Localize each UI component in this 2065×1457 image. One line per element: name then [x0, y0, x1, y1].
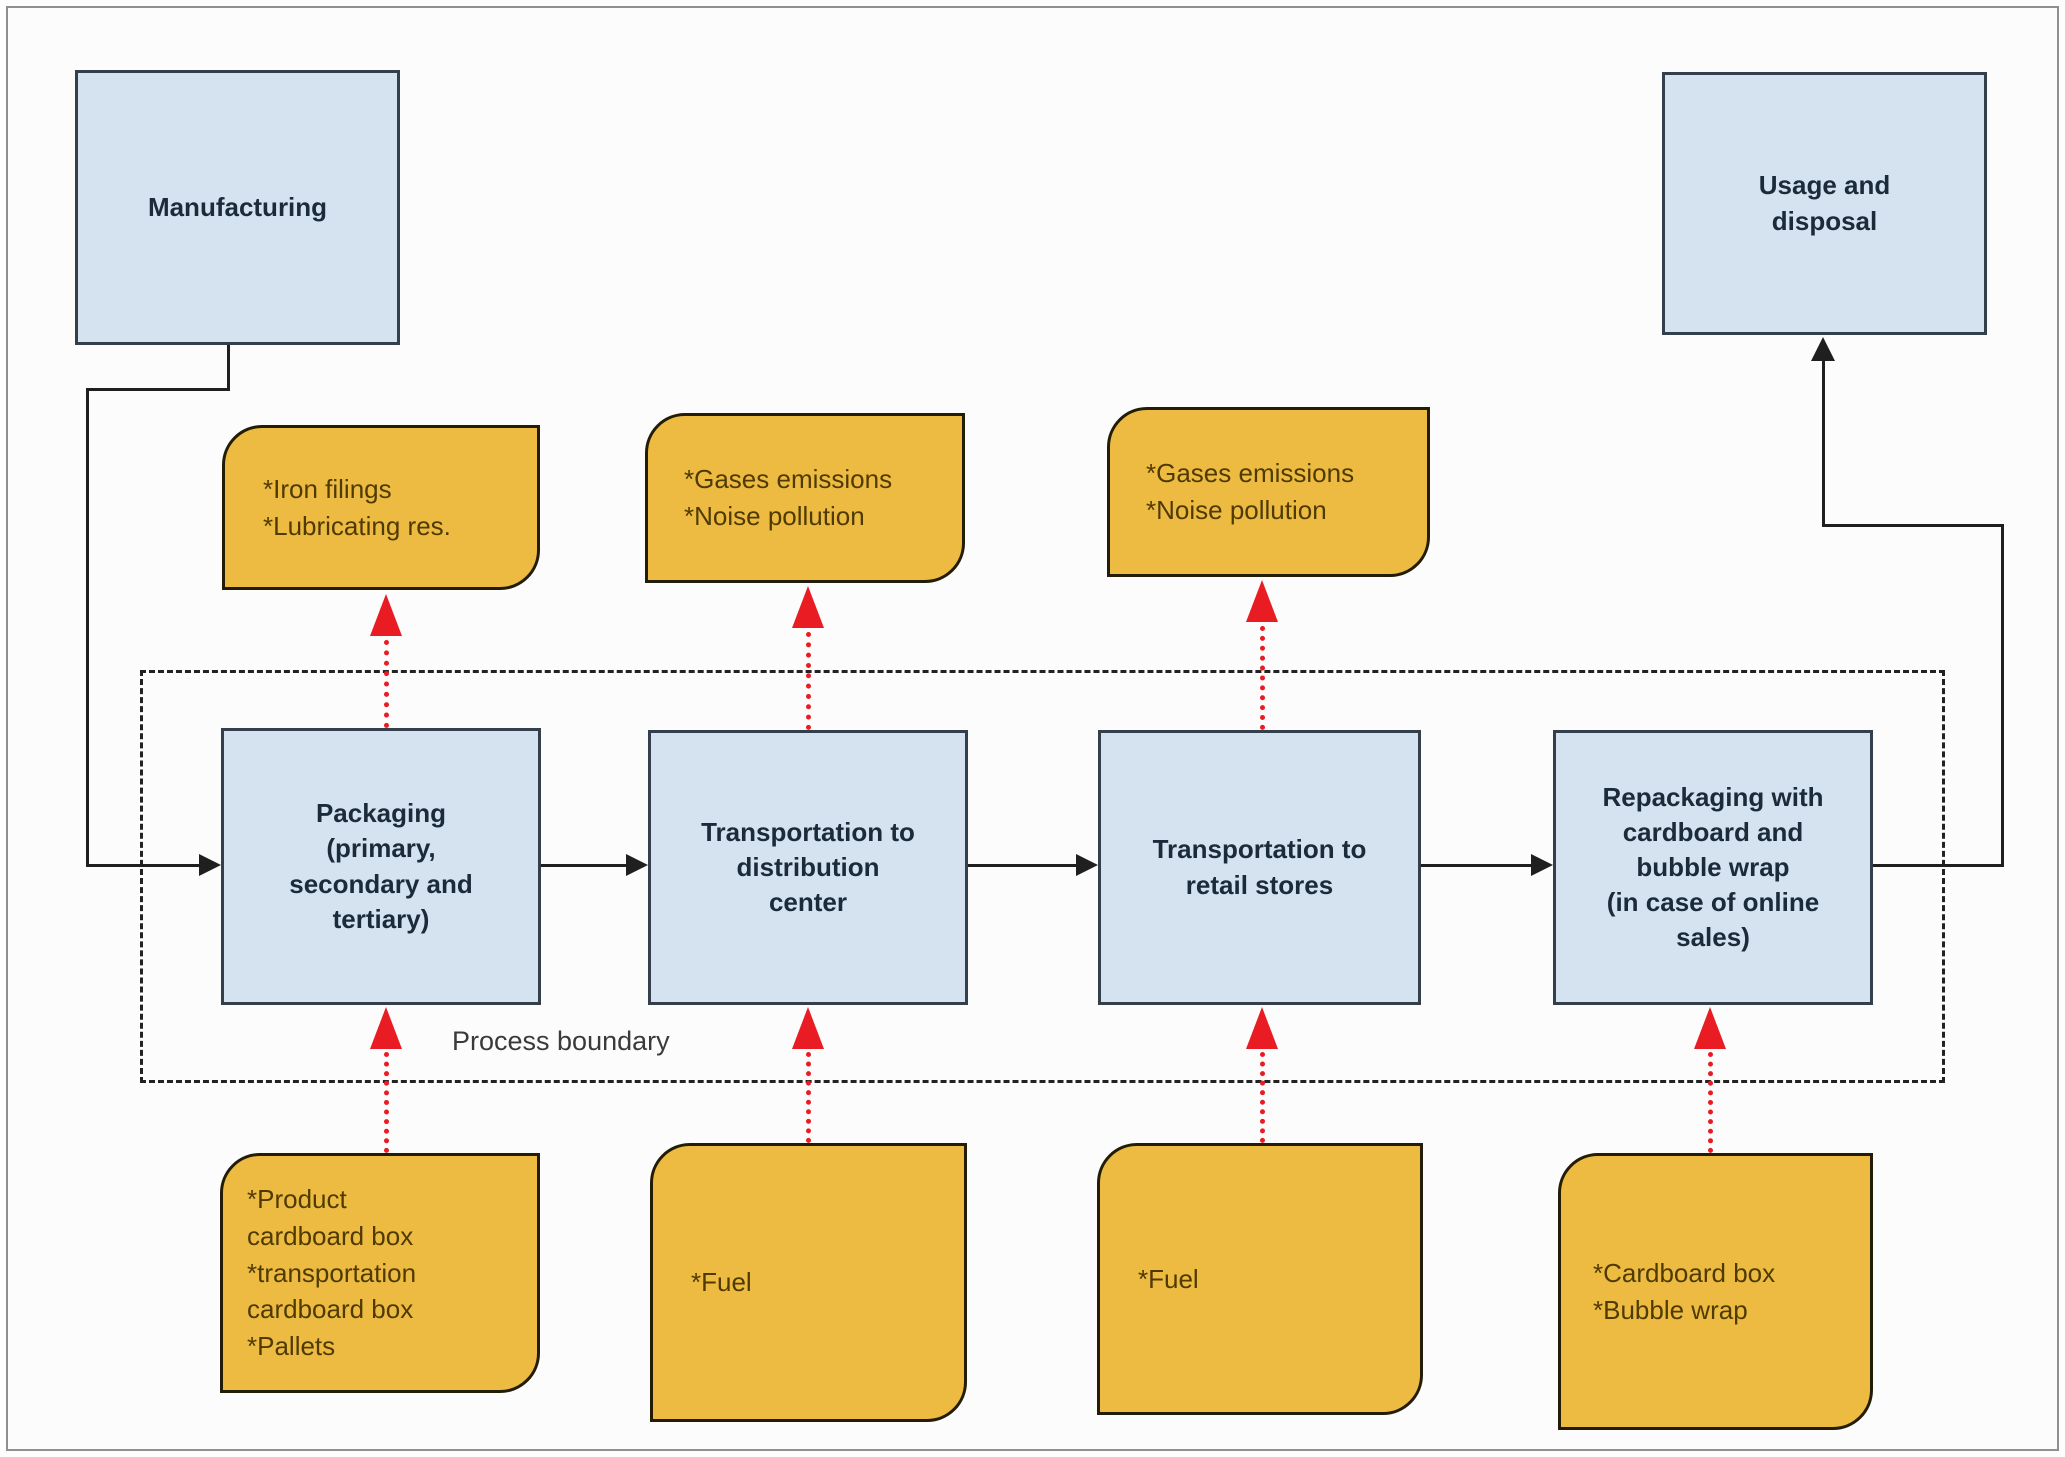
emission-flow-distribution-line	[806, 632, 811, 730]
emission-arrow-retail-icon	[1246, 580, 1278, 622]
transport-retail-label: Transportation to retail stores	[1152, 834, 1367, 900]
input-arrow-repackaging-icon	[1694, 1007, 1726, 1049]
arrow-into-retail-icon	[1076, 854, 1098, 876]
process-boundary-box	[140, 670, 1945, 1083]
input-fuel-2-label: *Fuel	[1138, 1263, 1199, 1294]
process-boundary-label: Process boundary	[452, 1026, 670, 1056]
input-fuel-1-label: *Fuel	[691, 1267, 752, 1298]
flow-retail-to-repackaging-line	[1421, 864, 1533, 867]
flow-manufacturing-segment-left	[86, 388, 230, 391]
packaging-label: Packaging (primary, secondary and tertia…	[289, 798, 473, 934]
repackaging-box: Repackaging with cardboard and bubble wr…	[1553, 730, 1873, 1005]
usage-disposal-label: Usage and disposal	[1758, 170, 1891, 236]
input-flow-retail-line	[1260, 1052, 1265, 1143]
transport-distribution-box: Transportation to distribution center	[648, 730, 968, 1005]
output-iron-filings-label: *Iron filings *Lubricating res.	[263, 473, 451, 541]
input-arrow-retail-icon	[1246, 1007, 1278, 1049]
output-gases-1-label: *Gases emissions *Noise pollution	[684, 464, 893, 531]
output-gases-2-box: *Gases emissions *Noise pollution	[1107, 407, 1430, 577]
flow-usage-segment-left	[1823, 524, 2004, 527]
output-gases-2-label: *Gases emissions *Noise pollution	[1146, 458, 1355, 525]
input-flow-repackaging-line	[1708, 1052, 1713, 1153]
arrow-into-distribution-icon	[626, 854, 648, 876]
flow-usage-segment-up	[2001, 525, 2004, 867]
input-arrow-packaging-icon	[370, 1007, 402, 1049]
arrow-into-repackaging-icon	[1531, 854, 1553, 876]
manufacturing-box: Manufacturing	[75, 70, 400, 345]
flow-manufacturing-segment-down	[227, 345, 230, 390]
arrow-into-usage-icon	[1811, 337, 1835, 361]
input-flow-packaging-line	[384, 1052, 389, 1153]
input-fuel-2-box: *Fuel	[1097, 1143, 1423, 1415]
manufacturing-label: Manufacturing	[147, 191, 328, 222]
packaging-box: Packaging (primary, secondary and tertia…	[221, 728, 541, 1005]
usage-disposal-box: Usage and disposal	[1662, 72, 1987, 335]
repackaging-label: Repackaging with cardboard and bubble wr…	[1602, 781, 1824, 953]
input-fuel-1-box: *Fuel	[650, 1143, 967, 1422]
flow-repackaging-out-line	[1873, 864, 2004, 867]
emission-arrow-packaging-icon	[370, 594, 402, 636]
input-arrow-distribution-icon	[792, 1007, 824, 1049]
input-flow-distribution-line	[806, 1052, 811, 1143]
transport-distribution-label: Transportation to distribution center	[701, 816, 915, 918]
transport-retail-box: Transportation to retail stores	[1098, 730, 1421, 1005]
flow-into-packaging-line	[86, 864, 201, 867]
input-cardboard-bubble-label: *Cardboard box *Bubble wrap	[1593, 1257, 1776, 1325]
flow-into-usage-line	[1822, 358, 1825, 527]
output-iron-filings-box: *Iron filings *Lubricating res.	[222, 425, 540, 590]
emission-flow-retail-line	[1260, 626, 1265, 730]
input-product-cardboard-label: *Product cardboard box *transportation c…	[247, 1183, 417, 1362]
emission-flow-packaging-line	[384, 640, 389, 728]
flow-packaging-to-distribution-line	[541, 864, 629, 867]
flow-distribution-to-retail-line	[968, 864, 1078, 867]
arrow-into-packaging-icon	[199, 854, 221, 876]
flow-manufacturing-segment-vertical	[86, 388, 89, 867]
output-gases-1-box: *Gases emissions *Noise pollution	[645, 413, 965, 583]
emission-arrow-distribution-icon	[792, 586, 824, 628]
input-product-cardboard-box: *Product cardboard box *transportation c…	[220, 1153, 540, 1393]
input-cardboard-bubble-box: *Cardboard box *Bubble wrap	[1558, 1153, 1873, 1430]
